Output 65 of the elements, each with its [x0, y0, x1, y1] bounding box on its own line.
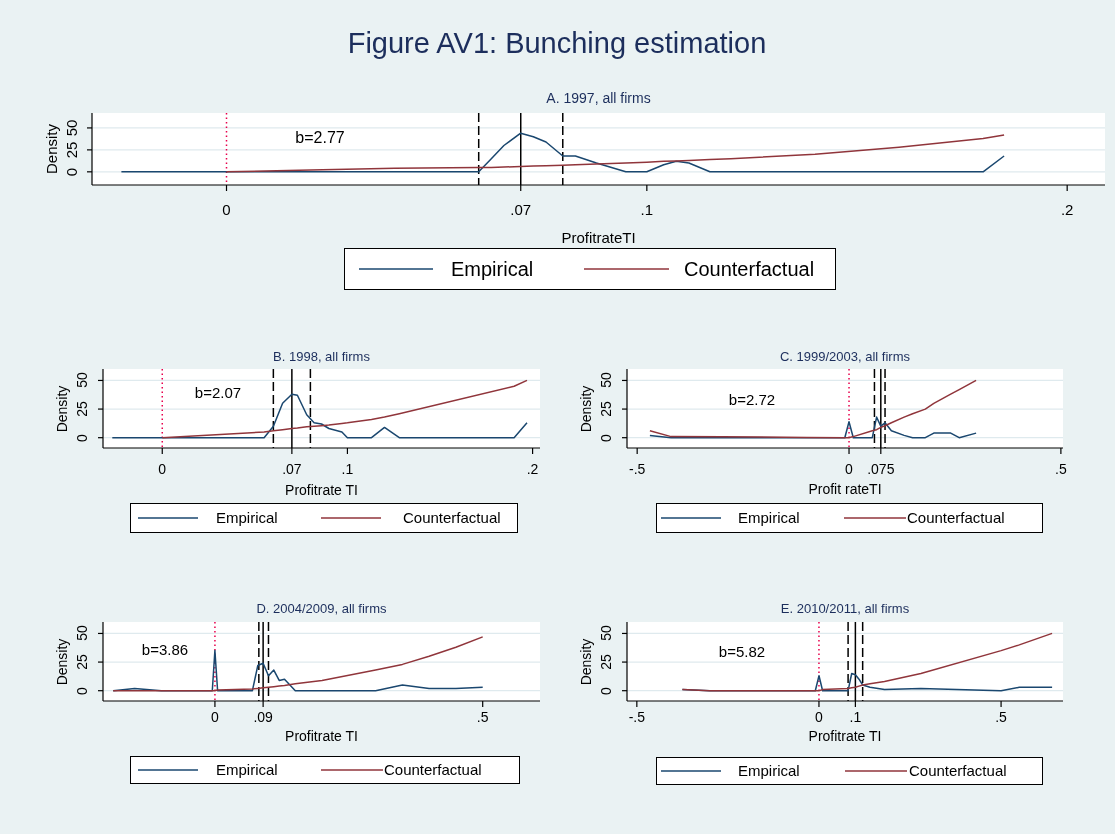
x-tick-label: .5: [995, 710, 1007, 726]
legend-label: Counterfactual: [384, 761, 482, 779]
x-tick-label: 0: [222, 201, 231, 219]
legend-label: Empirical: [216, 761, 278, 779]
legend-label: Empirical: [451, 258, 534, 280]
legend-label: Counterfactual: [403, 509, 501, 527]
y-axis-title: Density: [55, 385, 71, 432]
x-axis-title: Profitrate TI: [808, 729, 882, 745]
chart-title: A. 1997, all firms: [546, 91, 651, 107]
annotation: b=2.72: [728, 391, 776, 409]
y-axis-title: Density: [43, 124, 61, 174]
y-tick-label: 50: [75, 625, 91, 642]
x-tick-label: .07: [282, 462, 302, 478]
x-tick-label: .1: [849, 710, 862, 726]
x-tick-label: 0: [158, 462, 167, 478]
x-tick-label: -.5: [629, 462, 646, 478]
annotation: b=2.07: [194, 384, 242, 402]
legend-label: Empirical: [738, 762, 800, 780]
y-axis-title: Density: [579, 638, 595, 685]
x-tick-label: 0: [815, 710, 823, 726]
x-axis-title: Profitrate TI: [285, 483, 358, 499]
x-tick-label: .07: [510, 201, 532, 219]
y-tick-label: 0: [75, 433, 91, 442]
y-tick-label: 25: [599, 401, 615, 417]
legend-label: Empirical: [738, 509, 800, 527]
x-axis-title: Profitrate TI: [285, 729, 358, 745]
y-tick-label: 50: [75, 372, 91, 389]
x-tick-label: .1: [341, 462, 354, 478]
legend-label: Counterfactual: [907, 509, 1005, 527]
x-tick-label: .5: [476, 710, 489, 726]
y-tick-label: 50: [599, 372, 615, 389]
y-tick-label: 25: [599, 654, 615, 670]
x-tick-label: -.5: [628, 710, 645, 726]
annotation: b=3.86: [141, 641, 189, 659]
x-tick-label: .5: [1055, 462, 1067, 478]
chart-title: C. 1999/2003, all firms: [779, 349, 911, 365]
x-tick-label: .2: [526, 462, 539, 478]
y-tick-label: 0: [599, 433, 615, 442]
y-tick-label: 25: [75, 654, 91, 670]
y-tick-label: 25: [63, 141, 81, 159]
chart-title: E. 2010/2011, all firms: [780, 601, 910, 617]
x-tick-label: .075: [867, 462, 895, 478]
y-tick-label: 0: [75, 686, 91, 695]
y-tick-label: 50: [63, 119, 81, 137]
x-tick-label: 0: [211, 710, 219, 726]
y-tick-label: 50: [599, 625, 615, 642]
y-tick-label: 0: [63, 167, 81, 176]
annotation: b=2.77: [295, 129, 345, 147]
y-axis-title: Density: [55, 638, 71, 685]
y-axis-title: Density: [579, 385, 595, 432]
chart-title: B. 1998, all firms: [273, 349, 370, 365]
legend-label: Empirical: [216, 509, 278, 527]
x-tick-label: .1: [640, 201, 654, 219]
figure-title: Figure AV1: Bunching estimation: [347, 28, 767, 60]
legend-label: Counterfactual: [909, 762, 1007, 780]
x-axis-title: ProfitrateTI: [561, 229, 636, 247]
x-tick-label: 0: [845, 462, 853, 478]
legend-label: Counterfactual: [684, 258, 815, 280]
y-tick-label: 25: [75, 401, 91, 417]
chart-title: D. 2004/2009, all firms: [256, 601, 387, 617]
x-tick-label: .2: [1060, 201, 1074, 219]
y-tick-label: 0: [599, 686, 615, 695]
x-axis-title: Profit rateTI: [808, 482, 882, 498]
x-tick-label: .09: [253, 710, 273, 726]
annotation: b=5.82: [718, 643, 766, 661]
